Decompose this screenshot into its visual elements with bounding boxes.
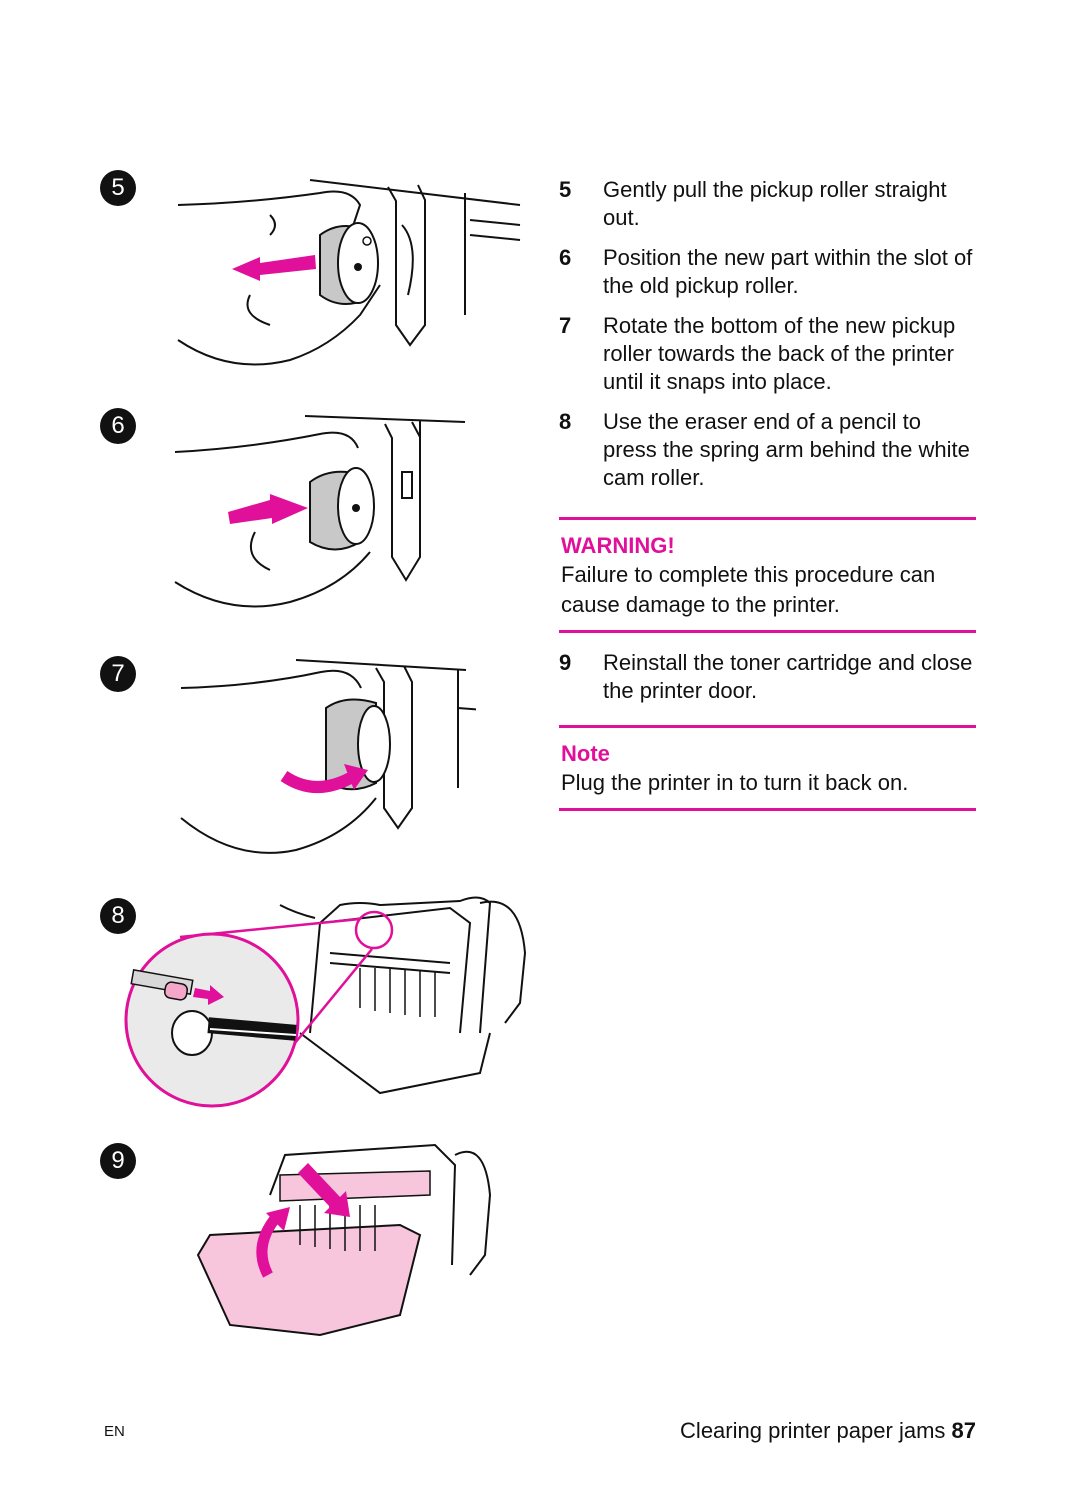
step-8: 8 Use the eraser end of a pencil to pres…: [559, 408, 979, 492]
page-number: 87: [951, 1418, 976, 1443]
footer-page-info: Clearing printer paper jams 87: [680, 1418, 976, 1444]
step-number: 7: [559, 313, 572, 338]
note-heading: Note: [561, 741, 610, 766]
warning-heading: WARNING!: [561, 533, 675, 558]
figure-badge-6: 6: [100, 408, 136, 444]
illustration-position-roller: [174, 415, 466, 608]
illustration-remove-roller: [177, 179, 521, 366]
step-5: 5 Gently pull the pickup roller straight…: [559, 176, 979, 232]
steps-list-continued: 9 Reinstall the toner cartridge and clos…: [559, 649, 979, 717]
warning-text: Failure to complete this procedure can c…: [561, 562, 936, 617]
note-text: Plug the printer in to turn it back on.: [561, 770, 909, 795]
figure-badge-7: 7: [100, 656, 136, 692]
step-9: 9 Reinstall the toner cartridge and clos…: [559, 649, 979, 705]
illustration-rotate-roller: [180, 659, 476, 854]
illustration-press-spring-arm: [124, 896, 527, 1108]
step-text: Gently pull the pickup roller straight o…: [603, 177, 947, 230]
step-text: Rotate the bottom of the new pickup roll…: [603, 313, 956, 394]
illustration-close-door: [196, 1143, 492, 1337]
step-text: Reinstall the toner cartridge and close …: [603, 650, 973, 703]
note-callout: Note Plug the printer in to turn it back…: [559, 725, 976, 811]
figure-badge-5: 5: [100, 170, 136, 206]
step-7: 7 Rotate the bottom of the new pickup ro…: [559, 312, 979, 396]
step-number: 6: [559, 245, 572, 270]
step-6: 6 Position the new part within the slot …: [559, 244, 979, 300]
footer-language: EN: [104, 1423, 125, 1440]
step-text: Position the new part within the slot of…: [603, 245, 973, 298]
warning-callout: WARNING! Failure to complete this proced…: [559, 517, 976, 633]
figure-badge-8: 8: [100, 898, 136, 934]
figure-badge-9: 9: [100, 1143, 136, 1179]
steps-list: 5 Gently pull the pickup roller straight…: [559, 176, 979, 504]
step-text: Use the eraser end of a pencil to press …: [603, 409, 970, 490]
step-number: 5: [559, 177, 572, 202]
step-number: 9: [559, 650, 572, 675]
step-number: 8: [559, 409, 572, 434]
footer-section-title: Clearing printer paper jams: [680, 1418, 946, 1443]
